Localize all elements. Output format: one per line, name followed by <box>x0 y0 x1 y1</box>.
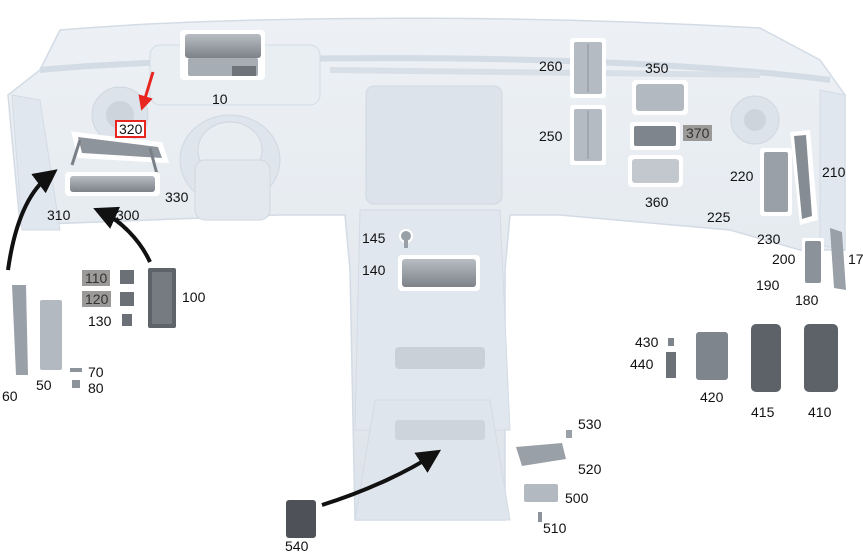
label-330: 330 <box>165 189 189 205</box>
part-50-module <box>40 300 62 370</box>
label-70: 70 <box>88 364 104 380</box>
part-145-screw <box>399 229 413 248</box>
label-50: 50 <box>36 377 52 393</box>
label-500: 500 <box>565 490 589 506</box>
part-510-screw <box>538 512 542 522</box>
label-210: 210 <box>822 164 846 180</box>
part-80-clip <box>72 380 80 388</box>
part-140-module <box>398 255 480 291</box>
label-110: 110 <box>82 270 111 286</box>
label-190: 190 <box>756 277 780 293</box>
part-260-module <box>570 38 606 98</box>
part-320-bracket <box>70 131 170 179</box>
part-110-relay <box>120 270 134 284</box>
label-60: 60 <box>2 388 18 404</box>
part-415-module <box>747 320 785 396</box>
part-440-connector <box>666 352 676 378</box>
part-130-relay <box>122 314 132 326</box>
part-530-clip <box>566 430 572 438</box>
part-120-relay <box>120 292 134 306</box>
part-250-module <box>570 105 606 165</box>
label-410: 410 <box>808 404 832 420</box>
part-70-screw <box>70 368 82 372</box>
label-530: 530 <box>578 416 602 432</box>
part-500-module <box>520 480 562 506</box>
label-230: 230 <box>757 231 781 247</box>
label-300: 300 <box>116 207 140 223</box>
label-250: 250 <box>539 128 563 144</box>
label-310: 310 <box>47 207 71 223</box>
part-520-bracket <box>512 440 570 470</box>
part-540-module <box>286 500 316 538</box>
label-320-highlighted: 320 <box>115 120 147 138</box>
label-220: 220 <box>730 168 754 184</box>
arrow-300-curve <box>93 206 152 263</box>
label-10: 10 <box>212 91 228 107</box>
label-415: 415 <box>751 404 775 420</box>
part-350-module <box>632 80 688 115</box>
part-300-module <box>65 172 160 196</box>
part-410-module <box>800 320 842 396</box>
highlight-arrow <box>138 71 155 111</box>
label-520: 520 <box>578 461 602 477</box>
part-220-module <box>760 148 792 216</box>
arrow-540-curve <box>321 449 442 507</box>
label-360: 360 <box>645 194 669 210</box>
label-130: 130 <box>88 313 112 329</box>
label-225: 225 <box>707 209 731 225</box>
label-430: 430 <box>635 334 659 350</box>
part-430-clip <box>668 338 674 346</box>
part-210-bracket <box>790 130 818 225</box>
label-350: 350 <box>645 60 669 76</box>
part-200-module <box>802 228 846 290</box>
label-440: 440 <box>630 356 654 372</box>
label-100: 100 <box>182 289 206 305</box>
part-10-module <box>180 30 265 80</box>
label-80: 80 <box>88 380 104 396</box>
part-420-module <box>696 332 728 380</box>
label-145: 145 <box>362 230 386 246</box>
part-370-module <box>630 122 680 150</box>
arrow-left-curve <box>6 169 58 271</box>
label-370: 370 <box>683 125 713 141</box>
part-360-module <box>628 155 683 187</box>
label-180: 180 <box>795 292 819 308</box>
part-60-bracket <box>12 285 28 375</box>
label-17: 17 <box>848 251 863 267</box>
label-540: 540 <box>285 538 309 554</box>
label-120: 120 <box>82 291 112 307</box>
label-200: 200 <box>772 251 796 267</box>
part-100-fusebox <box>148 268 176 328</box>
label-140: 140 <box>362 262 386 278</box>
label-510: 510 <box>543 520 567 536</box>
label-420: 420 <box>700 389 724 405</box>
label-260: 260 <box>539 58 563 74</box>
